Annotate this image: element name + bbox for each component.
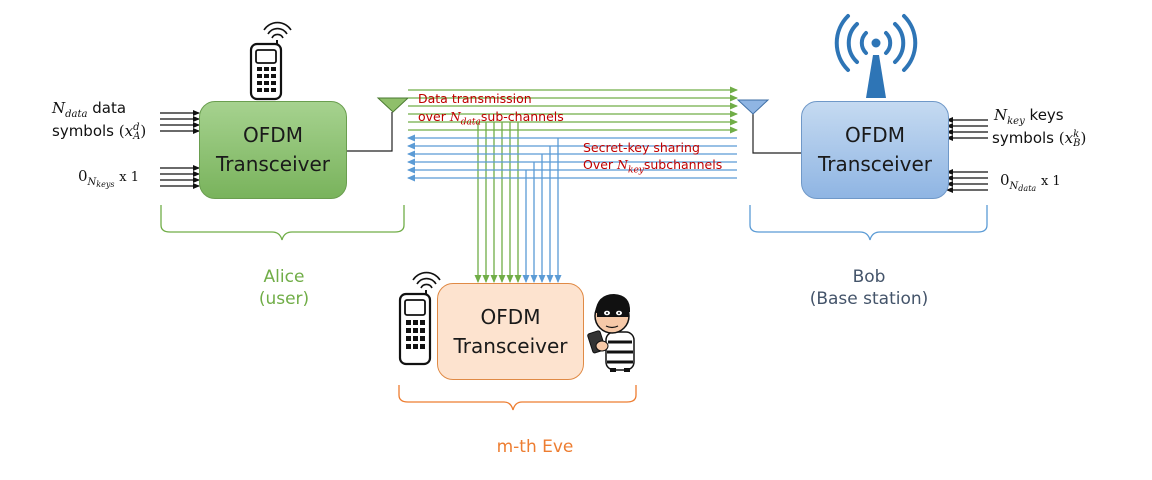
data-transmission-label: Data transmission bbox=[418, 91, 532, 106]
bob-key-input-arrows bbox=[946, 117, 988, 141]
base-station-tower-icon bbox=[834, 14, 918, 98]
alice-ofdm-transceiver: OFDM Transceiver bbox=[199, 101, 347, 199]
bob-zero-input-arrows bbox=[946, 169, 988, 193]
bob-antenna-feed bbox=[752, 114, 801, 154]
bob-brace bbox=[749, 205, 988, 241]
alice-antenna-feed bbox=[345, 112, 393, 152]
eve-label: m-th Eve bbox=[496, 437, 574, 457]
bob-box-line1: OFDM bbox=[845, 123, 905, 147]
bob-key-input-label: Nkey keys bbox=[994, 106, 1064, 127]
thief-icon bbox=[587, 294, 635, 372]
alice-zero-padding-label: 0Nkeys x 1 bbox=[78, 167, 140, 189]
alice-zero-input-arrows bbox=[160, 165, 200, 189]
eve-ofdm-transceiver: OFDM Transceiver bbox=[437, 283, 584, 380]
alice-data-input-label: Ndata data bbox=[52, 99, 127, 120]
secret-key-arrows bbox=[407, 134, 737, 283]
mobile-phone-icon bbox=[249, 21, 292, 101]
key-subchannels-label: Over Nkeysubchannels bbox=[583, 157, 723, 176]
alice-box-line2: Transceiver bbox=[215, 152, 331, 176]
alice-box-line1: OFDM bbox=[243, 123, 303, 147]
data-subchannels-label: over Ndatasub-channels bbox=[418, 109, 564, 128]
alice-data-input-arrows bbox=[160, 110, 200, 134]
bob-label: Bob (Base station) bbox=[809, 267, 929, 309]
eve-box-line1: OFDM bbox=[480, 304, 541, 329]
mobile-phone-icon bbox=[398, 271, 441, 366]
alice-brace bbox=[160, 205, 405, 241]
data-transmission-arrows bbox=[408, 86, 738, 283]
antenna-icon bbox=[376, 97, 410, 113]
eve-box-line2: Transceiver bbox=[453, 333, 568, 358]
antenna-icon bbox=[736, 99, 770, 115]
bob-zero-padding-label: 0Ndata x 1 bbox=[1000, 171, 1061, 193]
eve-brace bbox=[398, 385, 637, 411]
secret-key-label: Secret-key sharing bbox=[583, 140, 700, 155]
alice-label: Alice (user) bbox=[258, 267, 310, 309]
bob-box-line2: Transceiver bbox=[817, 152, 933, 176]
bob-ofdm-transceiver: OFDM Transceiver bbox=[801, 101, 949, 199]
